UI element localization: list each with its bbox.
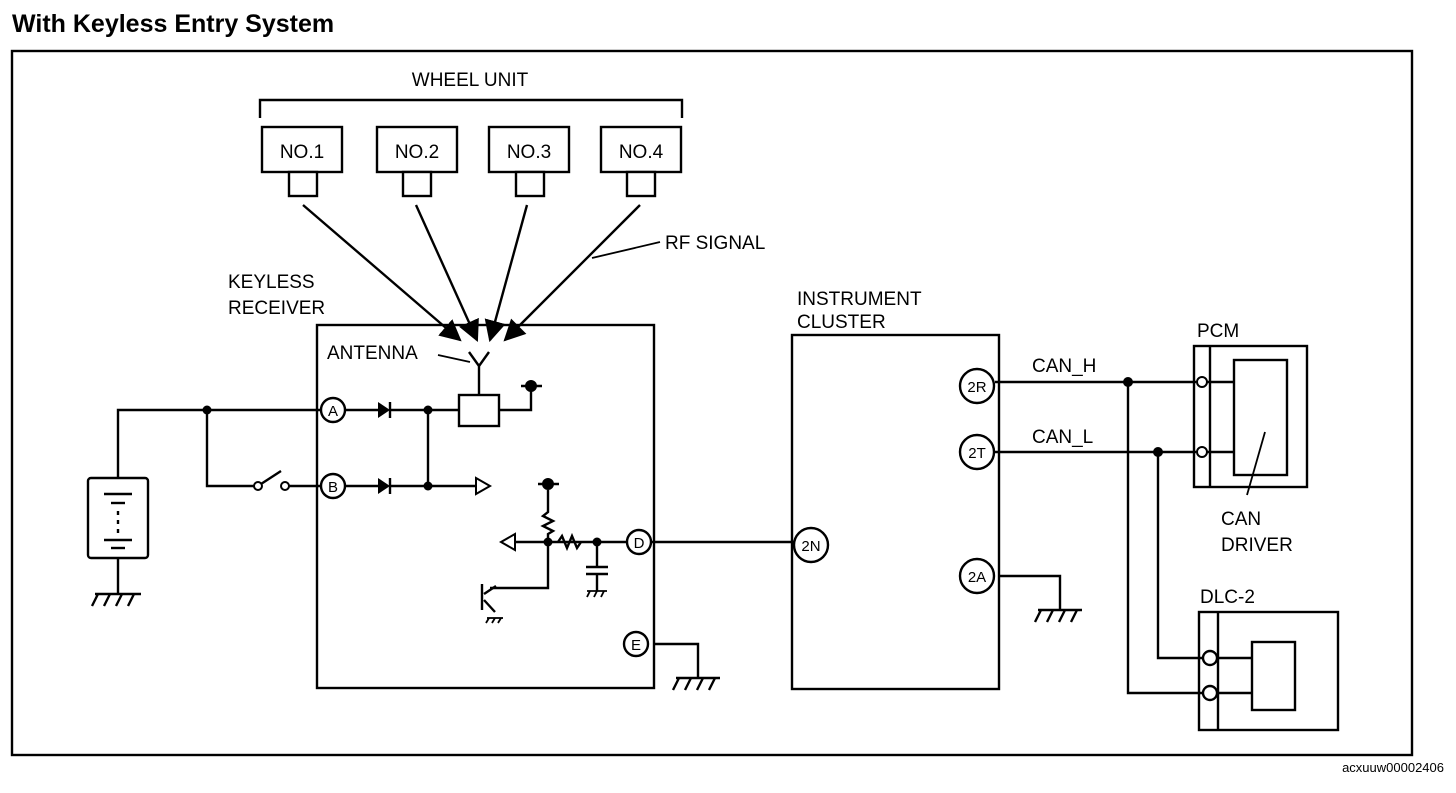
terminal-e-label: E (631, 637, 641, 654)
pullup-resistor-icon (540, 490, 556, 542)
receiver-ground-icon (671, 676, 720, 691)
terminal-2n (792, 526, 830, 564)
diode-a-icon (378, 402, 390, 418)
receiver-ground-wire (499, 387, 533, 412)
dlc2-label: DLC-2 (1200, 587, 1255, 608)
output-arrow-icon (498, 532, 516, 552)
terminal-2t (958, 433, 996, 471)
switch-icon (260, 469, 282, 486)
wheel-unit-2: NO.2 (375, 125, 459, 198)
terminal-a-label: A (328, 403, 338, 420)
capacitor-ground-icon (586, 590, 607, 598)
wheel-unit-bracket (258, 98, 684, 118)
antenna-leader (437, 354, 471, 363)
terminal-2r (958, 367, 996, 405)
pcm-label: PCM (1197, 321, 1239, 342)
rf-arrow-2 (414, 204, 479, 342)
battery-wire (116, 408, 321, 478)
can-l-label: CAN_L (1032, 427, 1093, 448)
rf-signal-label: RF SIGNAL (665, 233, 765, 254)
wheel-unit-2-label: NO.2 (395, 142, 439, 163)
rf-arrow-4 (503, 204, 641, 342)
can-driver-box (1232, 358, 1289, 477)
can-h-label: CAN_H (1032, 356, 1096, 377)
instrument-cluster-box (790, 333, 1001, 691)
rf-arrow-3 (484, 204, 529, 343)
wheel-unit-4: NO.4 (599, 125, 683, 198)
terminal-b-label: B (328, 479, 338, 496)
series-resistor-icon (557, 532, 582, 552)
pcm-box (1192, 344, 1309, 489)
cluster-ground-icon (1033, 608, 1082, 623)
rf-signal-leader (591, 241, 661, 259)
wheel-unit-1: NO.1 (260, 125, 344, 198)
terminal-2r-label: 2R (967, 379, 986, 396)
outer-frame (10, 49, 1414, 757)
input-arrow-icon (475, 476, 493, 496)
terminal-2n-label: 2N (801, 538, 820, 555)
terminal-2a-label: 2A (968, 569, 986, 586)
battery-icon (86, 476, 150, 560)
can-driver-label-2: DRIVER (1221, 535, 1293, 556)
terminal-2a (958, 557, 996, 595)
terminal-d-label: D (634, 535, 645, 552)
antenna-icon (468, 351, 490, 395)
antenna-label: ANTENNA (327, 343, 418, 364)
instrument-cluster-label-1: INSTRUMENT (797, 289, 922, 310)
can-driver-label-1: CAN (1221, 509, 1261, 530)
wheel-unit-3-label: NO.3 (507, 142, 551, 163)
dlc2-box (1197, 610, 1340, 732)
diode-b-icon (378, 478, 390, 494)
receiver-circuit-box (457, 393, 501, 428)
instrument-cluster-label-2: CLUSTER (797, 312, 886, 333)
rf-arrow-1 (302, 204, 462, 342)
keyless-receiver-box (315, 323, 656, 690)
page-title: With Keyless Entry System (12, 10, 334, 38)
wheel-unit-label: WHEEL UNIT (412, 70, 529, 91)
terminal-2t-label: 2T (968, 445, 986, 462)
battery-ground-icon (90, 592, 141, 607)
can-driver-leader (1246, 431, 1266, 496)
figure-code: acxuuw00002406 (1342, 760, 1444, 775)
wheel-unit-3: NO.3 (487, 125, 571, 198)
keyless-receiver-label-1: KEYLESS (228, 272, 315, 293)
keyless-receiver-label-2: RECEIVER (228, 298, 325, 319)
transistor-ground-icon (485, 617, 503, 624)
wheel-unit-1-label: NO.1 (280, 142, 324, 163)
terminal-e (622, 630, 650, 658)
wheel-unit-4-label: NO.4 (619, 142, 664, 163)
dlc2-connector-box (1250, 640, 1297, 712)
